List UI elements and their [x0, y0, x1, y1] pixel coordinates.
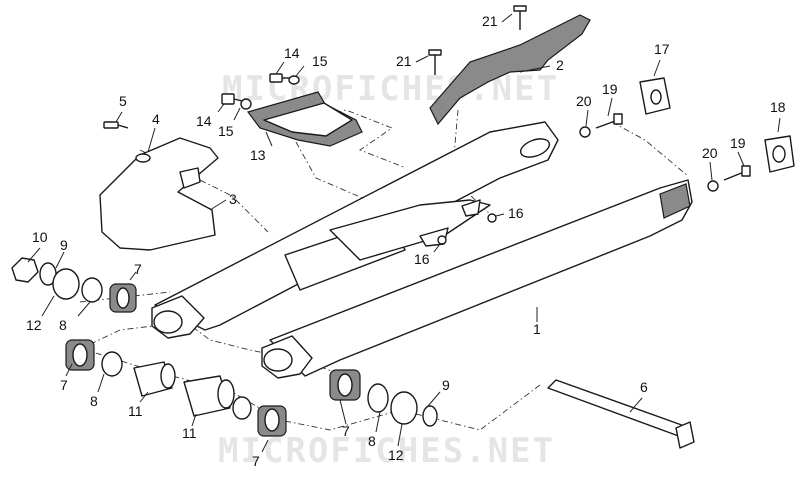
- callout-20-bottom: 20: [702, 145, 718, 161]
- callout-7-bottom: 7: [252, 453, 260, 469]
- callout-10: 10: [32, 229, 48, 245]
- nut-16-right: [487, 213, 497, 223]
- rubber-pad: [135, 153, 151, 163]
- adjuster-bolt-19-bottom: [723, 165, 751, 181]
- guard-plate: [246, 91, 363, 147]
- callout-15-top: 15: [312, 53, 328, 69]
- callout-7-top: 7: [134, 261, 142, 277]
- seal-8-right: [367, 383, 389, 413]
- nut-16-left: [437, 235, 447, 245]
- bearing-7-left-top: [109, 283, 137, 313]
- adjuster-bolt-19-top: [595, 113, 623, 129]
- callout-17: 17: [654, 41, 670, 57]
- nut-10: [11, 257, 39, 283]
- seal-8-left-top: [81, 277, 103, 303]
- callout-12-left: 12: [26, 317, 42, 333]
- washer-12-left: [52, 268, 80, 300]
- adjuster-nut-20-bottom: [707, 180, 719, 192]
- callout-15-left: 15: [218, 123, 234, 139]
- seal-8-center: [232, 396, 252, 420]
- screw-5: [103, 121, 129, 129]
- adjuster-block-17: [639, 77, 671, 115]
- callout-12-right: 12: [388, 447, 404, 463]
- chain-slider: [99, 137, 219, 251]
- callout-16-left: 16: [414, 251, 430, 267]
- watermark-bottom: MICROFICHES.NET: [218, 431, 555, 471]
- callout-11-center: 11: [182, 425, 197, 441]
- callout-4: 4: [152, 111, 160, 127]
- callout-5: 5: [119, 93, 127, 109]
- screw-14-top: [269, 73, 300, 85]
- spacer-11-left: [133, 361, 176, 397]
- pivot-axle: [547, 379, 695, 449]
- bearing-7-lower-left: [65, 339, 95, 371]
- screw-21-left: [428, 49, 442, 75]
- callout-6: 6: [640, 379, 648, 395]
- callout-20-top: 20: [576, 93, 592, 109]
- leader-lines: [27, 13, 781, 453]
- callout-2: 2: [556, 57, 564, 73]
- circlip-9-right: [422, 405, 438, 427]
- screw-21-top: [513, 5, 527, 30]
- adjuster-block-18: [764, 135, 795, 173]
- callout-9-right: 9: [442, 377, 450, 393]
- callout-8-left: 8: [90, 393, 98, 409]
- adjuster-nut-20-top: [579, 126, 591, 138]
- callout-21-left: 21: [396, 53, 412, 69]
- bearing-7-center: [257, 405, 287, 437]
- bearing-7-right: [329, 369, 361, 401]
- chain-guard: [429, 14, 591, 126]
- callout-1: 1: [533, 321, 541, 337]
- callout-8-right: 8: [368, 433, 376, 449]
- callout-19-top: 19: [602, 81, 618, 97]
- callout-21-top: 21: [482, 13, 498, 29]
- screw-14-left: [221, 93, 252, 110]
- callout-19-bottom: 19: [730, 135, 746, 151]
- callout-11-left: 11: [128, 403, 143, 419]
- callout-7-left: 7: [60, 377, 68, 393]
- callout-16-right: 16: [508, 205, 524, 221]
- spacer-11-center: [183, 375, 235, 417]
- seal-8-lower-left: [101, 351, 123, 377]
- callout-3: 3: [229, 191, 237, 207]
- callout-14-top: 14: [284, 45, 300, 61]
- washer-12-right: [390, 391, 418, 425]
- callout-18: 18: [770, 99, 786, 115]
- callout-labels: 1 2 3 4 5 6 7 7 7 7 8 8 8 9 9 10 11 11 1…: [26, 13, 786, 469]
- swingarm-frame: [151, 121, 693, 379]
- callout-9-left: 9: [60, 237, 68, 253]
- callout-8-top: 8: [59, 317, 67, 333]
- callout-7-right: 7: [342, 423, 350, 439]
- callout-13: 13: [250, 147, 266, 163]
- callout-14-left: 14: [196, 113, 212, 129]
